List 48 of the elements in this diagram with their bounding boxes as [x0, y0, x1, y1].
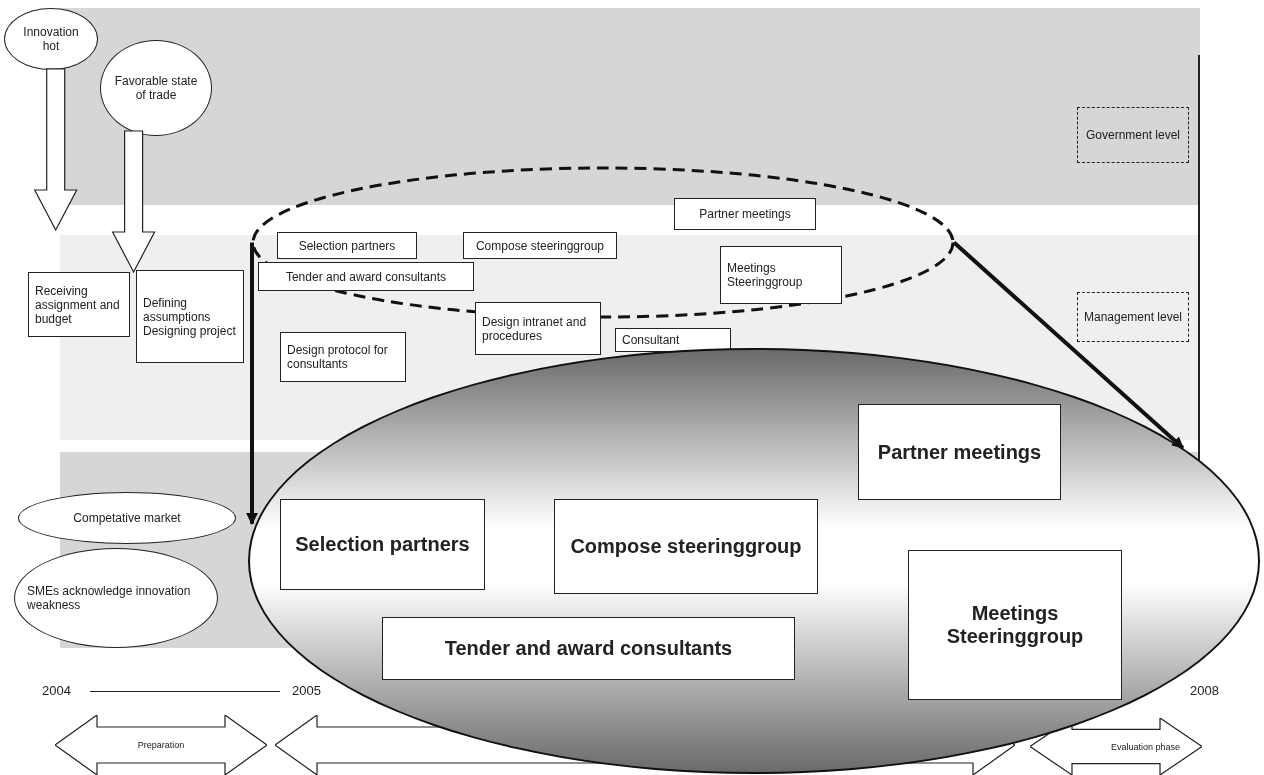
- node-label: SMEs acknowledge innovation weakness: [27, 584, 192, 612]
- level-label-box: [1077, 107, 1189, 163]
- node-label: Evaluation phase: [1110, 741, 1180, 752]
- year-label: 2008: [1188, 683, 1221, 698]
- node-label: Tender and award consultants: [444, 637, 733, 660]
- node-label: Design protocol for consultants: [287, 343, 389, 371]
- node-label: Selection partners: [298, 238, 396, 253]
- level-label-box: [1077, 292, 1189, 342]
- arrow: [952, 241, 1185, 450]
- node-label: Partner meetings: [877, 440, 1042, 464]
- node-label: Receiving assignment and budget: [35, 283, 121, 326]
- node-label: Selection partners: [295, 533, 470, 556]
- year-label: 2005: [290, 683, 323, 698]
- level-label: Government level: [1085, 128, 1180, 142]
- process-box: [674, 198, 816, 230]
- phase-marker: [55, 715, 267, 775]
- hollow-arrow: [111, 130, 156, 274]
- level-label: Management level: [1083, 310, 1183, 324]
- year-label: 2004: [40, 683, 73, 698]
- node-label: Design intranet and procedures: [482, 314, 588, 343]
- process-box: [280, 499, 485, 590]
- node-label: Compose steeringgroup: [475, 238, 605, 253]
- process-box: [277, 232, 417, 259]
- process-box: [615, 328, 731, 352]
- process-box: [858, 404, 1061, 500]
- process-box: [908, 550, 1122, 700]
- arrow: [246, 242, 258, 525]
- node-label: Meetings Steeringgroup: [945, 602, 1085, 648]
- node-label: Innovation hot: [22, 25, 80, 53]
- process-box: [28, 272, 130, 337]
- node-label: Competative market: [73, 511, 181, 525]
- node-label: Tender and award consultants: [285, 269, 447, 284]
- node-label: Favorable state of trade: [113, 74, 199, 102]
- process-box: [475, 302, 601, 355]
- process-box: [463, 232, 617, 259]
- node-label: Compose steeringgroup: [570, 535, 802, 558]
- node-label: Meetings Steeringgroup: [727, 261, 804, 289]
- hollow-arrow: [33, 68, 78, 232]
- node-label: Defining assumptions Designing project: [143, 295, 237, 338]
- node-label: Preparation: [137, 740, 185, 750]
- process-box: [280, 332, 406, 382]
- node-label: Partner meetings: [699, 207, 791, 221]
- process-box: [382, 617, 795, 680]
- node-label: Consultant: [622, 333, 680, 347]
- process-box: [554, 499, 818, 594]
- process-box: [136, 270, 244, 363]
- process-box: [720, 246, 842, 304]
- process-box: [258, 262, 474, 291]
